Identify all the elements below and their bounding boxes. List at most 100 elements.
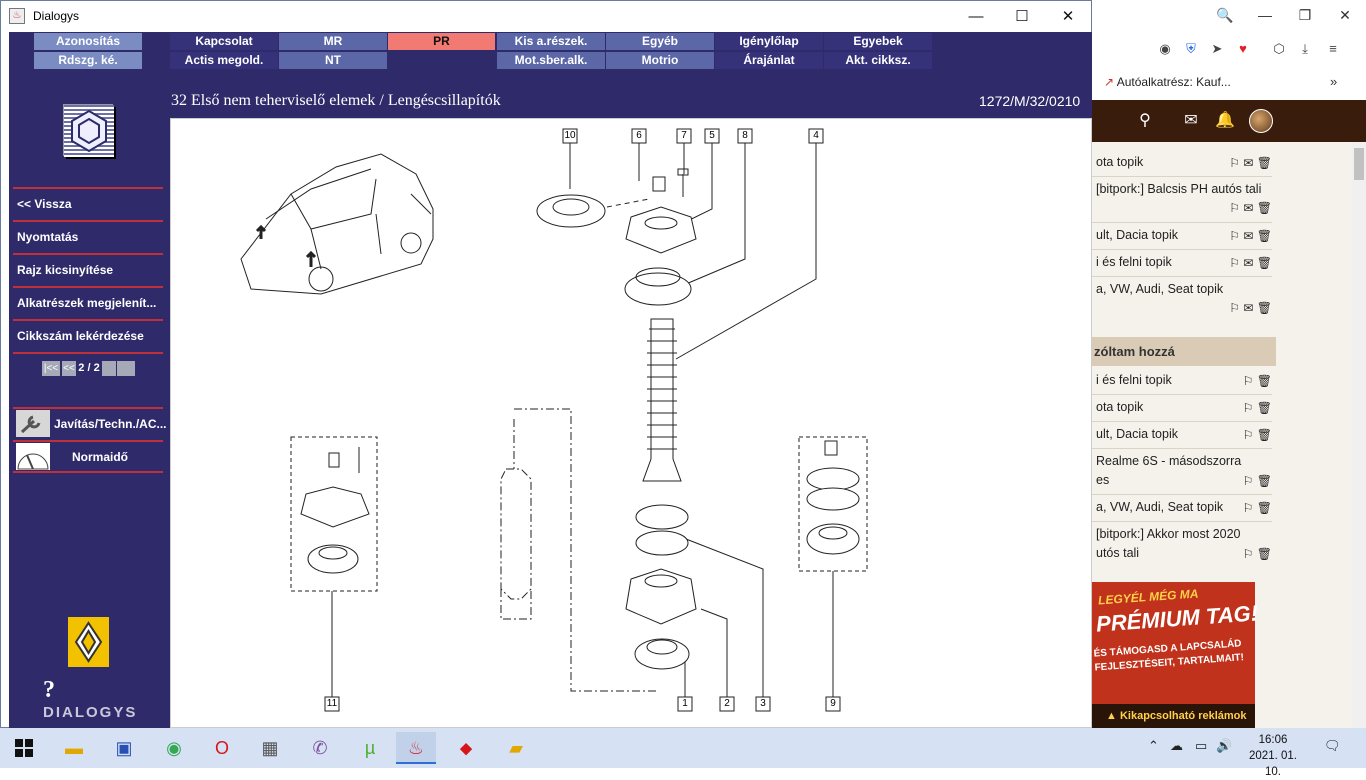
- pdf-reader-icon[interactable]: ⬥: [459, 738, 473, 758]
- topic-item[interactable]: i és felni topik: [1096, 373, 1172, 387]
- download-icon[interactable]: ⤓: [1302, 41, 1308, 56]
- repair-techn-link[interactable]: Javítás/Techn./AC...: [13, 407, 166, 438]
- menu-mot-sber-alk[interactable]: Mot.sber.alk.: [497, 52, 605, 69]
- pager-prev-button[interactable]: <<: [62, 361, 76, 376]
- show-parts-link[interactable]: Alkatrészek megjelenít...: [13, 286, 163, 319]
- menu-egyebek[interactable]: Egyebek: [824, 33, 932, 50]
- box-icon[interactable]: ⬡: [1273, 41, 1285, 56]
- zoom-out-link[interactable]: Rajz kicsinyítése: [13, 253, 163, 286]
- callout-label[interactable]: 6: [636, 130, 642, 141]
- parts-diagram[interactable]: 10 6 7 5 8 4 1 2 3 9 11: [170, 118, 1092, 728]
- menu-kapcsolat[interactable]: Kapcsolat: [170, 33, 278, 50]
- callout-label[interactable]: 5: [709, 130, 715, 141]
- topic-actions-icon[interactable]: ⚐ 🗑: [1242, 401, 1272, 415]
- topic-actions-icon[interactable]: ⚐ ✉ 🗑: [1229, 229, 1272, 243]
- topic-actions-icon[interactable]: ⚐ ✉ 🗑: [1229, 156, 1272, 170]
- callout-label[interactable]: 2: [724, 698, 730, 709]
- ad-footer[interactable]: ▲ Kikapcsolható reklámok: [1092, 704, 1255, 728]
- menu-motrio[interactable]: Motrio: [606, 52, 714, 69]
- minimize-button[interactable]: —: [968, 8, 984, 25]
- restore-icon[interactable]: ❐: [1298, 7, 1312, 23]
- menu-pr[interactable]: PR: [388, 33, 495, 50]
- menu-nt[interactable]: NT: [279, 52, 387, 69]
- notifications-icon[interactable]: 🗨: [1324, 738, 1341, 753]
- send-icon[interactable]: ➤: [1211, 41, 1223, 56]
- mail-icon[interactable]: ✉: [1184, 112, 1198, 129]
- menu-rdszg-ke[interactable]: Rdszg. ké.: [34, 52, 142, 69]
- menu-akt-cikksz[interactable]: Akt. cikksz.: [824, 52, 932, 69]
- scrollbar[interactable]: [1352, 142, 1366, 728]
- topic-item[interactable]: ota topik: [1096, 155, 1144, 169]
- topic-actions-icon[interactable]: ⚐ ✉ 🗑: [1229, 301, 1272, 315]
- menu-egyeb[interactable]: Egyéb: [606, 33, 714, 50]
- search-icon[interactable]: ⚲: [1139, 112, 1151, 129]
- battery-icon[interactable]: ▭: [1195, 738, 1208, 753]
- bookmark-item[interactable]: ↗ Autóalkatrész: Kauf...: [1104, 75, 1231, 89]
- topic-item[interactable]: ult, Dacia topik: [1096, 228, 1178, 242]
- topic-item[interactable]: a, VW, Audi, Seat topik: [1096, 500, 1224, 514]
- opera-icon[interactable]: O: [214, 738, 229, 758]
- minimize-icon[interactable]: —: [1258, 7, 1272, 23]
- callout-label[interactable]: 4: [813, 130, 819, 141]
- topic-item-cont[interactable]: es: [1096, 473, 1110, 487]
- topic-actions-icon[interactable]: ⚐ 🗑: [1242, 547, 1272, 561]
- menu-kis-reszek[interactable]: Kis a.részek.: [497, 33, 605, 50]
- topic-actions-icon[interactable]: ⚐ 🗑: [1242, 501, 1272, 515]
- chrome-icon[interactable]: ◉: [166, 738, 182, 758]
- topic-item[interactable]: a, VW, Audi, Seat topik: [1096, 282, 1224, 296]
- back-link[interactable]: << Vissza: [13, 187, 163, 220]
- avatar[interactable]: [1249, 109, 1273, 133]
- menu-azonositas[interactable]: Azonosítás: [34, 33, 142, 50]
- topic-actions-icon[interactable]: ⚐ ✉ 🗑: [1229, 256, 1272, 270]
- shield-icon[interactable]: ⛨: [1186, 41, 1196, 56]
- pager-next-button[interactable]: >>: [102, 361, 116, 376]
- callout-label[interactable]: 3: [760, 698, 766, 709]
- labor-time-link[interactable]: Normaidő: [13, 440, 163, 471]
- menu-igenylolap[interactable]: Igénylőlap: [715, 33, 823, 50]
- callout-label[interactable]: 9: [830, 698, 836, 709]
- callout-label[interactable]: 1: [682, 698, 688, 709]
- bookmarks-more-icon[interactable]: »: [1330, 74, 1338, 89]
- menu-actis-megold[interactable]: Actis megold.: [170, 52, 278, 69]
- search-icon[interactable]: 🔍: [1216, 7, 1234, 23]
- callout-label[interactable]: 8: [742, 130, 748, 141]
- callout-label[interactable]: 11: [326, 698, 338, 709]
- tray-expand-icon[interactable]: ⌃: [1148, 738, 1159, 753]
- volume-icon[interactable]: 🔊: [1216, 738, 1233, 753]
- topic-item[interactable]: Realme 6S - másodszorra: [1096, 454, 1242, 468]
- bell-icon[interactable]: 🔔: [1215, 112, 1235, 129]
- topic-item[interactable]: [bitpork:] Balcsis PH autós tali: [1096, 182, 1262, 196]
- utorrent-icon[interactable]: µ: [364, 738, 376, 758]
- menu-arajanlat[interactable]: Árajánlat: [715, 52, 823, 69]
- java-app-icon[interactable]: ♨: [9, 8, 25, 24]
- pager-first-button[interactable]: |<<: [42, 361, 60, 376]
- print-link[interactable]: Nyomtatás: [13, 220, 163, 253]
- folder-cloud-icon[interactable]: ▰: [509, 738, 523, 758]
- viber-icon[interactable]: ✆: [312, 738, 328, 758]
- callout-label[interactable]: 10: [564, 130, 576, 141]
- save-disk-icon[interactable]: ▣: [115, 738, 133, 758]
- calculator-icon[interactable]: ▦: [261, 738, 279, 758]
- topic-item[interactable]: [bitpork:] Akkor most 2020: [1096, 527, 1241, 541]
- camera-icon[interactable]: ◉: [1159, 41, 1171, 56]
- menu-mr[interactable]: MR: [279, 33, 387, 50]
- callout-label[interactable]: 7: [681, 130, 687, 141]
- menu-icon[interactable]: ≡: [1329, 41, 1337, 56]
- topic-item[interactable]: ult, Dacia topik: [1096, 427, 1178, 441]
- file-explorer-icon[interactable]: ▬: [65, 738, 83, 758]
- pager-last-button[interactable]: >>|: [117, 361, 135, 376]
- topic-actions-icon[interactable]: ⚐ 🗑: [1242, 374, 1272, 388]
- premium-ad[interactable]: LEGYÉL MÉG MA PRÉMIUM TAG! ÉS TÁMOGASD A…: [1092, 582, 1259, 728]
- topic-item[interactable]: ota topik: [1096, 400, 1144, 414]
- part-number-query-link[interactable]: Cikkszám lekérdezése: [13, 319, 163, 352]
- onedrive-icon[interactable]: ☁: [1170, 738, 1183, 753]
- maximize-button[interactable]: ☐: [1015, 8, 1029, 25]
- close-icon[interactable]: ✕: [1339, 7, 1351, 23]
- windows-start-icon[interactable]: [4, 732, 44, 764]
- close-button[interactable]: ✕: [1061, 8, 1075, 25]
- scrollbar-thumb[interactable]: [1354, 148, 1364, 180]
- topic-actions-icon[interactable]: ⚐ 🗑: [1242, 474, 1272, 488]
- java-app-icon[interactable]: ♨: [396, 732, 436, 764]
- topic-actions-icon[interactable]: ⚐ 🗑: [1242, 428, 1272, 442]
- heart-icon[interactable]: ♥: [1239, 41, 1247, 56]
